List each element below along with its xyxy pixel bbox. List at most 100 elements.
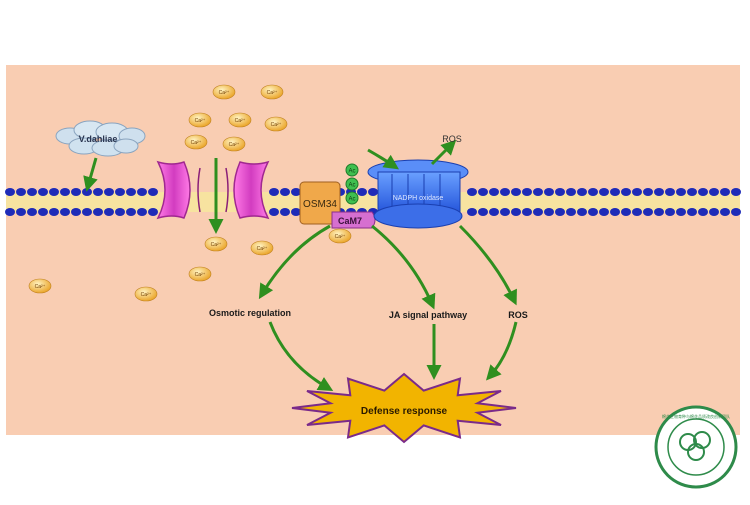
calcium-ion bbox=[204, 236, 228, 252]
team-logo: 棉花生物育种与棉花品质改良创新团队 bbox=[654, 405, 738, 489]
lipid-head bbox=[577, 208, 587, 216]
calcium-ion-label: Ca²⁺ bbox=[219, 90, 230, 96]
calcium-ion-label: Ca²⁺ bbox=[141, 292, 152, 298]
cell-membrane bbox=[5, 188, 741, 216]
lipid-head bbox=[709, 188, 719, 196]
lipid-head bbox=[489, 188, 499, 196]
lipid-head bbox=[555, 208, 565, 216]
lipid-head bbox=[38, 208, 48, 216]
ja-pathway-label: JA signal pathway bbox=[389, 310, 467, 320]
calcium-ion bbox=[222, 136, 246, 152]
lipid-head bbox=[269, 188, 279, 196]
calcium-ion-label: Ca²⁺ bbox=[235, 118, 246, 124]
arrow-vdahliae-down bbox=[83, 157, 98, 192]
lipid-head bbox=[555, 188, 565, 196]
lipid-head bbox=[115, 188, 125, 196]
calcium-ion bbox=[134, 286, 158, 302]
lipid-head bbox=[269, 208, 279, 216]
lipid-head bbox=[621, 208, 631, 216]
lipid-head bbox=[82, 208, 92, 216]
lipid-head bbox=[632, 208, 642, 216]
verticillium-cloud: V.dahliae bbox=[55, 120, 146, 157]
calcium-ion-label: Ca²⁺ bbox=[267, 90, 278, 96]
lipid-head bbox=[533, 188, 543, 196]
calcium-ion-label: Ca²⁺ bbox=[195, 118, 206, 124]
ac-label: Ac bbox=[348, 169, 355, 175]
lipid-head bbox=[687, 208, 697, 216]
lipid-head bbox=[698, 208, 708, 216]
osm34-label: OSM34 bbox=[303, 199, 337, 210]
lipid-head bbox=[720, 188, 730, 196]
calcium-ion-label: Ca²⁺ bbox=[195, 272, 206, 278]
lipid-head bbox=[38, 188, 48, 196]
ros-label: ROS bbox=[508, 310, 528, 320]
lipid-head bbox=[49, 208, 59, 216]
lipid-head bbox=[368, 188, 378, 196]
lipid-head bbox=[137, 208, 147, 216]
lipid-head bbox=[93, 188, 103, 196]
lipid-head bbox=[5, 208, 15, 216]
lipid-head bbox=[93, 208, 103, 216]
pump-label: NADPH oxidase bbox=[393, 195, 444, 202]
calcium-ion bbox=[228, 112, 252, 128]
lipid-head bbox=[148, 188, 158, 196]
lipid-head bbox=[104, 208, 114, 216]
lipid-head bbox=[5, 188, 15, 196]
calcium-ion-label: Ca²⁺ bbox=[191, 140, 202, 146]
lipid-head bbox=[544, 188, 554, 196]
lipid-head bbox=[643, 208, 653, 216]
lipid-head bbox=[27, 188, 37, 196]
calcium-ion-label: Ca²⁺ bbox=[271, 122, 282, 128]
defense-response-label: Defense response bbox=[361, 406, 448, 417]
calcium-ion bbox=[328, 228, 352, 244]
calcium-ion-label: Ca²⁺ bbox=[229, 142, 240, 148]
lipid-head bbox=[71, 188, 81, 196]
lipid-head bbox=[599, 188, 609, 196]
ros-top-label: ROS bbox=[442, 134, 462, 144]
calcium-ion bbox=[260, 84, 284, 100]
calcium-ion-label: Ca²⁺ bbox=[335, 234, 346, 240]
lipid-head bbox=[676, 188, 686, 196]
lipid-head bbox=[489, 208, 499, 216]
arrow-to-ros bbox=[458, 224, 517, 306]
lipid-head bbox=[478, 188, 488, 196]
lipid-head bbox=[522, 188, 532, 196]
pathway-arrows bbox=[83, 139, 518, 391]
lipid-head bbox=[357, 188, 367, 196]
calcium-ion bbox=[212, 84, 236, 100]
lipid-head bbox=[126, 188, 136, 196]
lipid-head bbox=[566, 188, 576, 196]
lipid-head bbox=[588, 188, 598, 196]
calcium-ion bbox=[184, 134, 208, 150]
lipid-head bbox=[665, 208, 675, 216]
lipid-head bbox=[643, 188, 653, 196]
osmotic-regulation-label: Osmotic regulation bbox=[209, 308, 291, 318]
ac-label: Ac bbox=[348, 183, 355, 189]
lipid-head bbox=[16, 208, 26, 216]
lipid-head bbox=[104, 188, 114, 196]
lipid-head bbox=[533, 208, 543, 216]
lipid-head bbox=[731, 188, 741, 196]
lipid-head bbox=[280, 188, 290, 196]
lipid-head bbox=[500, 208, 510, 216]
calcium-ions: Ca²⁺ Ca²⁺ Ca²⁺ Ca²⁺ Ca²⁺ Ca²⁺ Ca²⁺ Ca²⁺ Ca²⁺ Ca²⁺… bbox=[28, 84, 352, 302]
lipid-head bbox=[577, 188, 587, 196]
lipid-head bbox=[511, 208, 521, 216]
lipid-head bbox=[148, 208, 158, 216]
logo-text: 棉花生物育种与棉花品质改良创新团队 bbox=[662, 413, 730, 419]
verticillium-label: V.dahliae bbox=[79, 134, 118, 144]
calcium-ion bbox=[264, 116, 288, 132]
lipid-head bbox=[610, 208, 620, 216]
lipid-head bbox=[544, 208, 554, 216]
lipid-head bbox=[82, 188, 92, 196]
lipid-head bbox=[709, 208, 719, 216]
osm34-protein: OSM34 bbox=[299, 181, 341, 225]
lipid-head bbox=[71, 208, 81, 216]
lipid-head bbox=[720, 208, 730, 216]
lipid-head bbox=[654, 188, 664, 196]
lipid-head bbox=[291, 188, 301, 196]
lipid-head bbox=[16, 188, 26, 196]
lipid-head bbox=[49, 188, 59, 196]
